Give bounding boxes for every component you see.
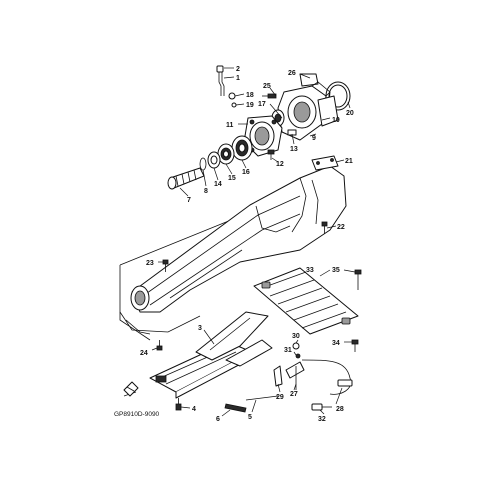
callout-21: 21 [345, 158, 353, 165]
callout-3: 3 [198, 325, 202, 332]
part-grease-nipple [216, 65, 225, 96]
part-nut-31 [295, 353, 301, 359]
part-intake-grate-33 [253, 267, 359, 335]
callout-23: 23 [146, 260, 154, 267]
part-fitting-18 [228, 92, 236, 100]
part-housing-9 [277, 81, 331, 141]
callout-30: 30 [292, 333, 300, 340]
part-bolt-35 [354, 269, 362, 290]
callout-32: 32 [318, 416, 326, 423]
callout-6: 6 [216, 416, 220, 423]
callout-labels: 2 1 18 19 25 26 20 10 17 9 13 11 12 16 1… [140, 66, 354, 423]
part-drive-shaft-7 [167, 167, 205, 190]
part-fitting-19 [231, 102, 237, 108]
part-bracket-26 [299, 73, 319, 87]
callout-2: 2 [236, 66, 240, 73]
callout-33: 33 [306, 267, 314, 274]
part-pin-6 [224, 403, 247, 413]
callout-24: 24 [140, 350, 148, 357]
hull-assembly [119, 155, 347, 341]
part-bearing-16 [231, 135, 253, 161]
part-seal-housing-11 [243, 115, 283, 157]
callout-18: 18 [246, 92, 254, 99]
callout-17: 17 [258, 101, 266, 108]
part-cable-28 [301, 359, 353, 395]
callout-25: 25 [263, 83, 271, 90]
callout-4: 4 [192, 406, 196, 413]
callout-29: 29 [276, 394, 284, 401]
part-bolt-34 [351, 339, 359, 352]
part-washer-30 [292, 342, 300, 350]
callout-11: 11 [226, 122, 234, 129]
callout-5: 5 [248, 414, 252, 421]
part-bolt-22 [321, 221, 328, 234]
part-circlip-8 [199, 157, 207, 171]
part-fitting-32 [311, 403, 332, 411]
callout-1: 1 [236, 75, 240, 82]
part-bolt-12 [267, 149, 275, 160]
part-bolt-24 [156, 340, 163, 351]
part-washer-14 [207, 151, 221, 169]
part-cover-plate-21 [311, 155, 339, 171]
part-bracket-27 [285, 361, 305, 390]
part-clip-29 [273, 365, 283, 387]
leader-lines [123, 67, 356, 417]
callout-22: 22 [337, 224, 345, 231]
callout-28: 28 [336, 406, 344, 413]
callout-13: 13 [290, 146, 298, 153]
callout-16: 16 [242, 169, 250, 176]
callout-19: 19 [246, 102, 254, 109]
callout-35-label: 35 [332, 267, 340, 274]
part-gasket-10 [317, 95, 339, 127]
callout-15: 15 [228, 175, 236, 182]
part-bolt-4 [175, 398, 182, 411]
callout-14: 14 [214, 181, 222, 188]
reference-marker-icon [123, 381, 139, 397]
callout-20: 20 [346, 110, 354, 117]
callout-9: 9 [312, 135, 316, 142]
callout-7: 7 [187, 197, 191, 204]
callout-8: 8 [204, 188, 208, 195]
callout-12: 12 [276, 161, 284, 168]
part-strip-5 [245, 395, 279, 401]
bearing-housing-assembly [167, 65, 351, 190]
diagram-code: GP8910D-9090 [114, 411, 160, 418]
callout-26: 26 [288, 70, 296, 77]
part-bolt-25 [262, 93, 277, 99]
callout-27: 27 [290, 391, 298, 398]
callout-34: 34 [332, 340, 340, 347]
callout-31: 31 [284, 347, 292, 354]
callout-10: 10 [332, 117, 340, 124]
part-fin-3 [195, 311, 273, 367]
